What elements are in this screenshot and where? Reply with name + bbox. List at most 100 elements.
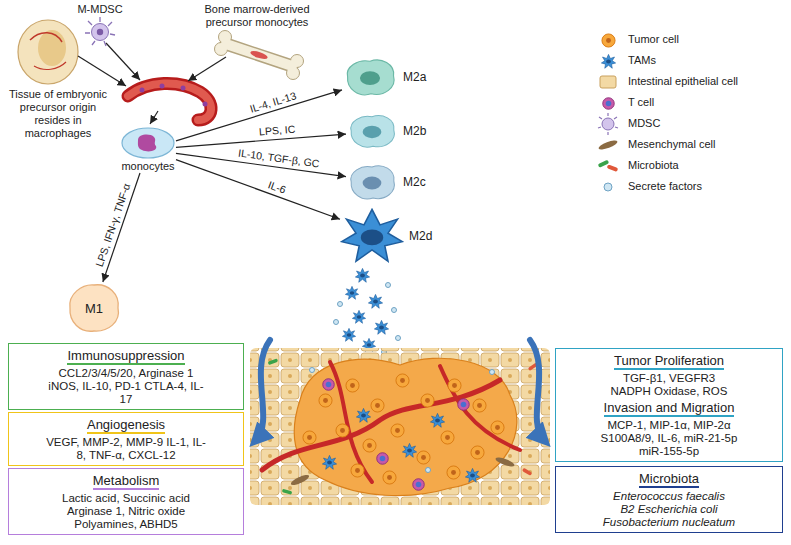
function-box: MicrobiotaEnterococcus faecalisB2 Escher… xyxy=(555,466,783,533)
box-body: Lactic acid, Succinic acid Arginase 1, N… xyxy=(44,492,209,531)
tumor-tissue xyxy=(426,468,431,473)
cell-shape xyxy=(351,116,394,147)
legend-entry: MDSC xyxy=(628,117,660,130)
tumor-tissue xyxy=(471,446,484,459)
legend-icon xyxy=(603,98,615,110)
embryonic-tissue xyxy=(18,20,78,84)
tumor-tissue xyxy=(441,431,454,444)
tumor-tissue xyxy=(377,453,389,465)
stimulus-label: LPS, IC xyxy=(257,123,298,138)
tumor-tissue xyxy=(458,399,470,411)
legend-entry: Microbiota xyxy=(628,159,679,172)
origin-arrow xyxy=(150,111,158,124)
legend-icon xyxy=(607,164,619,172)
tam-stream xyxy=(334,268,401,354)
effect-arrow xyxy=(256,340,544,440)
tumor-tissue xyxy=(363,439,376,452)
box-body: Enterococcus faecalis xyxy=(564,490,774,503)
tumor-tissue xyxy=(440,366,520,450)
cell-label: M2c xyxy=(403,175,426,189)
function-box: MetabolismLactic acid, Succinic acid Arg… xyxy=(8,468,244,535)
embryonic-tissue xyxy=(34,62,66,69)
legend-entry: Mesenchymal cell xyxy=(628,138,715,151)
blood-vessel xyxy=(140,88,145,93)
function-box: ImmunosuppressionCCL2/3/4/5/20, Arginase… xyxy=(8,343,244,410)
cell-node: M2a xyxy=(342,56,426,98)
cell-label: M2b xyxy=(403,124,426,138)
tumor-tissue xyxy=(491,421,504,434)
monocyte-cell xyxy=(120,126,176,160)
tumor-tissue xyxy=(290,473,311,487)
function-box: AngiogenesisVEGF, MMP-2, MMP-9 IL-1, IL-… xyxy=(8,412,244,466)
tumor-tissue xyxy=(430,413,444,427)
bone xyxy=(226,44,292,66)
bone xyxy=(215,31,304,80)
legend-icon xyxy=(602,34,615,47)
source-label: Tissue of embryonic precursor origin res… xyxy=(2,88,114,140)
legend-icon xyxy=(601,54,615,68)
cell-shape xyxy=(347,60,394,95)
tumor-tissue xyxy=(417,451,430,464)
blood-vessel xyxy=(128,83,211,120)
cell-node: M2b xyxy=(346,112,426,150)
tam-stream xyxy=(338,302,343,307)
stimulus-label: IL-6 xyxy=(265,178,290,197)
legend-icon xyxy=(602,118,614,130)
origin-arrow xyxy=(78,43,226,124)
tumor-tissue xyxy=(371,399,384,412)
cell-shape xyxy=(361,230,383,246)
cell-label: monocytes xyxy=(121,160,174,173)
legend-text: MDSC xyxy=(628,117,660,129)
legend-icon xyxy=(598,113,618,135)
origin-arrow xyxy=(78,56,126,86)
cell-node: monocytes xyxy=(120,126,176,173)
tumor-tissue xyxy=(303,431,316,444)
legend-text: Secrete factors xyxy=(628,180,702,192)
tumor-tissue xyxy=(282,489,293,495)
tumor-tissue xyxy=(421,394,434,407)
blood-vessel xyxy=(181,86,186,91)
tumor-tissue xyxy=(396,374,409,387)
effect-arrow xyxy=(256,340,270,440)
box-body: TGF-β1, VEGFR3 NADPH Oxidase, ROS xyxy=(604,372,734,398)
tumor-tissue xyxy=(490,370,495,375)
tumor-tissue xyxy=(310,368,315,373)
legend-icon xyxy=(598,34,619,191)
macrophage-cell xyxy=(340,208,404,264)
cell-shape xyxy=(363,177,382,190)
cell-label: M2a xyxy=(403,70,426,84)
box-heading: Tumor Proliferation xyxy=(614,354,724,370)
legend-text: Intestinal epithelial cell xyxy=(628,75,738,87)
cell-node: M1 xyxy=(66,282,122,334)
bone xyxy=(250,49,269,60)
function-box: Tumor ProliferationTGF-β1, VEGFR3 NADPH … xyxy=(555,348,783,462)
blood-vessel xyxy=(128,83,211,120)
tumor-tissue xyxy=(465,468,479,482)
cell-shape xyxy=(363,126,382,138)
stimulus-label: LPS, IFN-γ, TNF-α xyxy=(93,180,134,270)
legend-entry: Tumor cell xyxy=(628,33,679,46)
legend-entry: TAMs xyxy=(628,54,656,67)
tam-stream xyxy=(355,268,369,282)
tumor-tissue xyxy=(448,379,461,392)
tumor-tissue xyxy=(319,394,332,407)
bone xyxy=(226,44,292,66)
tumor-tissue xyxy=(268,358,279,365)
box-body: VEGF, MMP-2, MMP-9 IL-1, IL-8, TNF-α, CX… xyxy=(44,436,209,462)
tumor-tissue xyxy=(383,471,396,484)
source-label: Bone marrow-derived precursor monocytes xyxy=(192,3,322,29)
cell-label: M2d xyxy=(409,229,432,243)
tumor-tissue xyxy=(391,424,404,437)
tam-stream xyxy=(342,328,355,341)
tumor-tissue xyxy=(262,380,500,470)
legend-icon xyxy=(598,139,619,151)
cell-shape xyxy=(122,128,174,158)
tam-stream xyxy=(386,283,391,288)
tam-stream xyxy=(334,320,339,325)
tam-stream xyxy=(345,286,358,299)
legend-text: TAMs xyxy=(628,54,656,66)
macrophage-cell xyxy=(346,162,398,202)
cell-shape xyxy=(138,135,156,152)
macrophage-cell xyxy=(342,56,398,98)
